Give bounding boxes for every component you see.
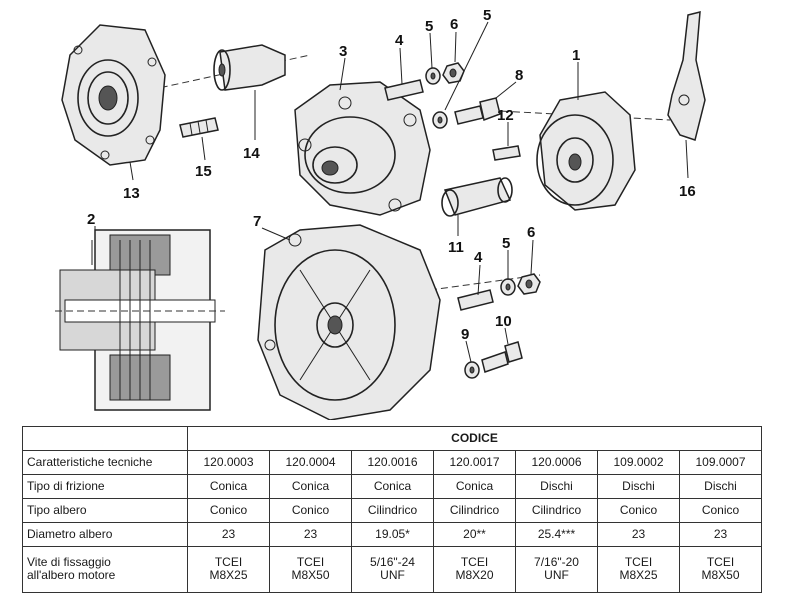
table-cell: 23 (597, 521, 680, 547)
label-part-3: 3 (339, 43, 347, 60)
label-part-2: 2 (87, 211, 95, 228)
label-part-1: 1 (572, 47, 580, 64)
table-row: Diametro albero 23 23 19.05* 20** 25.4**… (22, 521, 762, 547)
part-1-clutch (536, 91, 636, 211)
part-14-cone-sleeve (213, 44, 286, 140)
table-row: Caratteristiche tecniche 120.0003 120.00… (22, 449, 762, 475)
label-part-5-top: 5 (425, 18, 433, 35)
table-cell: Conica (433, 473, 516, 499)
row-label: Diametro albero (22, 521, 188, 547)
row-label: Caratteristiche tecniche (22, 449, 188, 475)
table-cell: Conica (269, 473, 352, 499)
table-cell: Dischi (515, 473, 598, 499)
table-cell: 19.05* (351, 521, 434, 547)
label-part-16: 16 (679, 183, 696, 200)
table-cell: 25.4*** (515, 521, 598, 547)
table-cell: Cilindrico (433, 497, 516, 523)
part-4-bolt-lower (457, 289, 494, 311)
table-cell: Conico (597, 497, 680, 523)
table-row: Tipo albero Conico Conico Cilindrico Cil… (22, 497, 762, 523)
part-16-lever (667, 11, 706, 141)
label-part-4-top: 4 (395, 32, 404, 49)
part-5-washer-lower (500, 278, 516, 296)
table-cell: 23 (679, 521, 762, 547)
table-header-blank (22, 426, 188, 451)
table-cell: TCEI M8X50 (269, 545, 352, 594)
label-part-15: 15 (195, 163, 212, 180)
technical-specs-table: CODICE Caratteristiche tecniche 120.0003… (22, 426, 762, 594)
part-12-key (492, 145, 521, 161)
part-7-bell-housing (257, 224, 441, 420)
table-cell: Dischi (597, 473, 680, 499)
table-cell: Cilindrico (351, 497, 434, 523)
label-part-10: 10 (495, 313, 512, 330)
label-part-7: 7 (253, 213, 261, 230)
part-2-cross-section (55, 229, 225, 411)
table-cell: 120.0016 (351, 449, 434, 475)
table-cell: 120.0006 (515, 449, 598, 475)
table-cell: 20** (433, 521, 516, 547)
table-cell: 7/16"-20 UNF (515, 545, 598, 594)
label-part-12: 12 (497, 107, 514, 124)
row-label: Tipo di frizione (22, 473, 188, 499)
part-8-screw (454, 97, 501, 125)
part-4-bolt-top (384, 79, 424, 101)
part-11-tube (441, 177, 513, 217)
row-label: Tipo albero (22, 497, 188, 523)
exploded-parts-diagram: 1 2 3 4 5 6 5 8 12 13 14 15 16 7 11 4 5 … (55, 7, 706, 420)
part-6-nut-lower (517, 273, 541, 295)
part-9-washer (464, 361, 480, 379)
table-cell: Conico (679, 497, 762, 523)
part-3-housing (294, 81, 431, 216)
table-cell: 120.0004 (269, 449, 352, 475)
table-cell: Conico (269, 497, 352, 523)
table-cell: Cilindrico (515, 497, 598, 523)
table-cell: Conica (187, 473, 270, 499)
table-cell: TCEI M8X20 (433, 545, 516, 594)
table-cell: 109.0007 (679, 449, 762, 475)
axis-line-right (479, 109, 671, 121)
row-label: Vite di fissaggio all'albero motore (22, 545, 188, 594)
table-row: Tipo di frizione Conica Conica Conica Co… (22, 473, 762, 499)
label-part-13: 13 (123, 185, 140, 202)
table-cell: TCEI M8X50 (679, 545, 762, 594)
part-10-screw (481, 341, 523, 373)
label-part-5-mid: 5 (483, 7, 491, 24)
leader-lines (94, 21, 689, 363)
table-cell: Conica (351, 473, 434, 499)
table-cell: 23 (269, 521, 352, 547)
table-cell: Conico (187, 497, 270, 523)
table-header-row: CODICE (22, 426, 762, 451)
table-cell: Dischi (679, 473, 762, 499)
part-5-washer-mid (432, 111, 448, 129)
label-part-5-lower: 5 (502, 235, 510, 252)
table-cell: 5/16"-24 UNF (351, 545, 434, 594)
table-row: Vite di fissaggio all'albero motore TCEI… (22, 545, 762, 594)
label-part-11: 11 (448, 239, 464, 256)
label-part-6-top: 6 (450, 16, 458, 33)
label-part-4-lower: 4 (474, 249, 483, 266)
table-cell: 120.0017 (433, 449, 516, 475)
table-cell: TCEI M8X25 (187, 545, 270, 594)
part-15-stud (179, 117, 219, 138)
label-part-14: 14 (243, 145, 260, 162)
table-cell: 23 (187, 521, 270, 547)
part-6-nut-top (442, 62, 465, 84)
table-cell: TCEI M8X25 (597, 545, 680, 594)
table-cell: 109.0002 (597, 449, 680, 475)
part-5-washer-top (425, 67, 441, 85)
part-13-flange-cover (61, 24, 166, 166)
label-part-8: 8 (515, 67, 523, 84)
table-cell: 120.0003 (187, 449, 270, 475)
codice-header: CODICE (187, 426, 762, 451)
label-part-6-lower: 6 (527, 224, 535, 241)
label-part-9: 9 (461, 326, 469, 343)
